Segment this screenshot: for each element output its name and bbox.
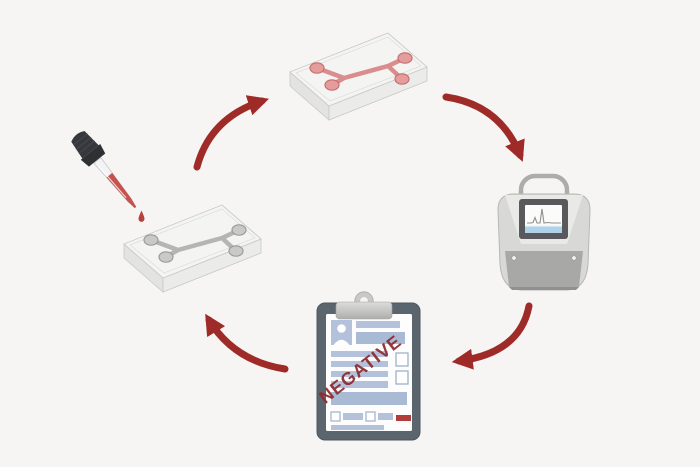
form-line — [331, 371, 388, 377]
form-thin-bar — [331, 425, 384, 430]
form-wide-bar — [331, 392, 407, 405]
analyzer-device-icon — [497, 173, 591, 291]
chip-top-inset-line — [295, 36, 422, 102]
patient-icon-head — [337, 324, 346, 333]
form-checkbox — [395, 370, 409, 385]
analyzer-screw-right — [571, 255, 577, 261]
dropper-glass-highlight — [98, 165, 127, 199]
chip-with-sample-icon — [289, 32, 428, 121]
chip-sample-ports — [309, 52, 413, 91]
form-line — [331, 351, 388, 357]
arrow-chip-to-analyzer-icon — [442, 93, 525, 162]
report-form — [330, 320, 411, 430]
patient-icon-shoulders — [333, 339, 350, 345]
analyzer-waveform — [527, 208, 561, 224]
form-field-bar — [356, 321, 400, 328]
analyzer-screw-left — [511, 255, 517, 261]
form-checkbox-small — [365, 411, 376, 422]
chip-empty-ports — [143, 224, 247, 263]
form-checkbox — [395, 352, 409, 367]
form-small-bar — [378, 413, 393, 420]
result-clipboard-icon: NEGATIVE — [315, 291, 421, 441]
form-checkbox-small — [330, 411, 341, 422]
dropper-icon — [71, 131, 145, 222]
analyzer-bottom-lip — [509, 287, 579, 290]
chip-top-face — [289, 32, 428, 107]
analyzer-lower-panel — [505, 251, 583, 287]
dropper-collar — [80, 144, 106, 167]
cycle-arrows — [193, 93, 533, 373]
arrow-dropper-to-chip-icon — [193, 95, 269, 171]
clipboard-clip — [335, 301, 393, 320]
blood-drop-icon — [138, 210, 145, 222]
form-field-bar — [356, 332, 405, 344]
dropper-bulb — [71, 131, 99, 159]
result-red-bar — [396, 415, 411, 421]
analyzer-screen-band-highlight — [525, 225, 562, 228]
dropper-tip — [128, 199, 137, 209]
form-line — [331, 381, 388, 388]
analyzer-screen-band — [525, 227, 562, 233]
arrow-analyzer-to-clipboard-icon — [451, 302, 533, 370]
form-small-bar — [343, 413, 363, 420]
form-line — [331, 361, 388, 367]
dropper-liquid — [106, 172, 132, 203]
chip-top-inset-line — [129, 208, 256, 274]
arrow-clipboard-to-chip-icon — [205, 313, 289, 373]
chip-top-face — [123, 204, 262, 279]
dropper-bulb-ridges — [73, 133, 95, 155]
empty-chip-icon — [123, 204, 262, 293]
